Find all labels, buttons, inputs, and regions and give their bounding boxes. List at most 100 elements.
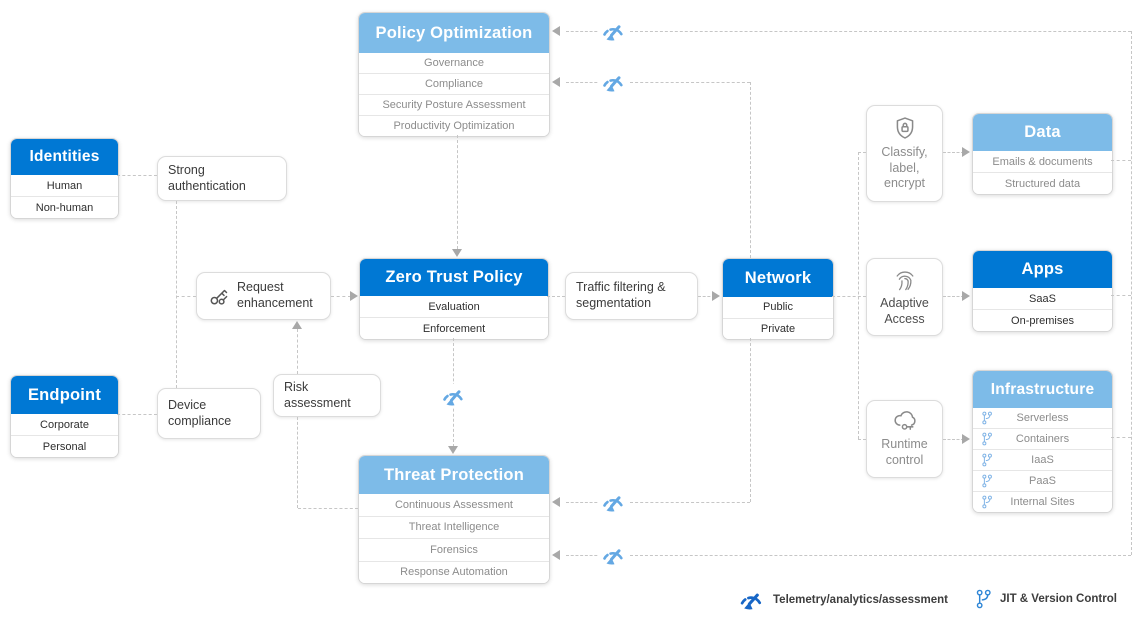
- connector-infrastructure-to-right-line: [1111, 437, 1131, 438]
- policy-optimization-card: Policy Optimization Governance Complianc…: [358, 12, 550, 137]
- connector-endpoint-to-device-compliance: [117, 414, 157, 415]
- classify-label-encrypt-box: Classify, label, encrypt: [866, 105, 943, 202]
- connector-telemetry-compliance-left: [566, 82, 602, 83]
- threat-protection-row-continuous-assessment: Continuous Assessment: [359, 494, 549, 516]
- connector-telemetry-continuous-left: [566, 502, 602, 503]
- runtime-control-box: Runtime control: [866, 400, 943, 478]
- data-title: Data: [973, 114, 1112, 151]
- device-compliance-box: Device compliance: [157, 388, 261, 439]
- connector-junction-to-runtime: [858, 439, 866, 440]
- connector-identities-to-strong-auth: [117, 175, 157, 176]
- apps-row-onpremises: On-premises: [973, 309, 1112, 331]
- request-enhancement-box: Request enhancement: [196, 272, 331, 320]
- connector-telemetry-forensics-left: [566, 555, 602, 556]
- arrowhead-up: [292, 321, 302, 329]
- telemetry-icon: [598, 19, 628, 43]
- connector-risk-to-threat-protection: [298, 508, 358, 509]
- telemetry-icon: [438, 384, 468, 408]
- threat-protection-row-threat-intelligence: Threat Intelligence: [359, 515, 549, 538]
- connector-telemetry-top-right: [630, 31, 1131, 32]
- arrowhead-left: [552, 550, 560, 560]
- telemetry-icon: [598, 543, 628, 567]
- data-row-emails: Emails & documents: [973, 151, 1112, 172]
- policy-optimization-row-governance: Governance: [359, 53, 549, 73]
- connector-telemetry-forensics-right: [630, 555, 1131, 556]
- endpoint-row-corporate: Corporate: [11, 414, 118, 435]
- threat-protection-row-forensics: Forensics: [359, 538, 549, 561]
- connector-request-enhancement-to-ztp: [331, 296, 351, 297]
- shield-lock-icon: [892, 115, 918, 141]
- arrowhead-right: [962, 434, 970, 444]
- connector-network-down-line: [750, 338, 751, 502]
- zero-trust-policy-row-enforcement: Enforcement: [360, 317, 548, 339]
- infrastructure-card: Infrastructure Serverless Containers Iaa…: [972, 370, 1113, 513]
- network-card: Network Public Private: [722, 258, 834, 340]
- connector-right-vertical: [1131, 31, 1132, 555]
- keys-icon: [207, 284, 231, 308]
- connector-network-to-junction: [832, 296, 866, 297]
- policy-optimization-row-security-posture: Security Posture Assessment: [359, 94, 549, 115]
- connector-risk-to-request-up: [297, 329, 298, 374]
- fingerprint-icon: [892, 266, 918, 292]
- connector-adaptive-to-apps: [943, 296, 964, 297]
- traffic-filtering-box: Traffic filtering & segmentation: [565, 272, 698, 320]
- threat-protection-card: Threat Protection Continuous Assessment …: [358, 455, 550, 584]
- connector-classify-to-data: [943, 152, 964, 153]
- endpoint-title: Endpoint: [11, 376, 118, 414]
- infrastructure-row-serverless: Serverless: [973, 408, 1112, 428]
- connector-telemetry-compliance-right: [630, 82, 750, 83]
- zero-trust-policy-row-evaluation: Evaluation: [360, 296, 548, 317]
- apps-row-saas: SaaS: [973, 288, 1112, 309]
- connector-data-to-right-line: [1111, 160, 1131, 161]
- jit-version-control-icon: [981, 495, 993, 509]
- connector-branch-to-request-enhancement: [176, 296, 196, 297]
- identities-row-human: Human: [11, 175, 118, 196]
- arrowhead-left: [552, 77, 560, 87]
- jit-version-control-icon: [981, 453, 993, 467]
- connector-junction-vertical: [858, 152, 859, 439]
- threat-protection-title: Threat Protection: [359, 456, 549, 494]
- apps-title: Apps: [973, 251, 1112, 288]
- arrowhead-right: [712, 291, 720, 301]
- jit-version-control-icon: [981, 432, 993, 446]
- endpoint-row-personal: Personal: [11, 435, 118, 457]
- arrowhead-down: [448, 446, 458, 454]
- telemetry-icon: [737, 588, 765, 611]
- arrowhead-left: [552, 26, 560, 36]
- jit-version-control-icon: [981, 411, 993, 425]
- apps-card: Apps SaaS On-premises: [972, 250, 1113, 332]
- data-row-structured: Structured data: [973, 172, 1112, 194]
- arrowhead-left: [552, 497, 560, 507]
- connector-apps-to-right-line: [1111, 295, 1131, 296]
- endpoint-card: Endpoint Corporate Personal: [10, 375, 119, 458]
- legend-telemetry: Telemetry/analytics/assessment: [737, 588, 948, 611]
- jit-version-control-icon: [981, 474, 993, 488]
- zero-trust-policy-title: Zero Trust Policy: [360, 259, 548, 296]
- connector-traffic-filtering-to-network: [698, 296, 715, 297]
- connector-risk-down: [297, 417, 298, 508]
- infrastructure-row-containers: Containers: [973, 428, 1112, 449]
- data-card: Data Emails & documents Structured data: [972, 113, 1113, 195]
- cloud-key-icon: [891, 409, 919, 433]
- legend-jit: JIT & Version Control: [975, 588, 1117, 610]
- connector-ztp-to-traffic-filtering: [547, 296, 565, 297]
- network-row-public: Public: [723, 297, 833, 318]
- arrowhead-right: [962, 291, 970, 301]
- connector-telemetry-top-left: [566, 31, 602, 32]
- arrowhead-down: [452, 249, 462, 257]
- arrowhead-right: [350, 291, 358, 301]
- identities-title: Identities: [11, 139, 118, 175]
- identities-card: Identities Human Non-human: [10, 138, 119, 219]
- infrastructure-row-paas: PaaS: [973, 470, 1112, 491]
- strong-authentication-box: Strong authentication: [157, 156, 287, 201]
- connector-network-up-line: [750, 82, 751, 258]
- identities-row-nonhuman: Non-human: [11, 196, 118, 218]
- threat-protection-row-response-automation: Response Automation: [359, 560, 549, 583]
- infrastructure-row-iaas: IaaS: [973, 449, 1112, 470]
- infrastructure-row-internal-sites: Internal Sites: [973, 491, 1112, 512]
- connector-junction-to-classify: [858, 152, 866, 153]
- policy-optimization-row-compliance: Compliance: [359, 73, 549, 94]
- connector-runtime-to-infrastructure: [943, 439, 964, 440]
- policy-optimization-row-productivity: Productivity Optimization: [359, 115, 549, 136]
